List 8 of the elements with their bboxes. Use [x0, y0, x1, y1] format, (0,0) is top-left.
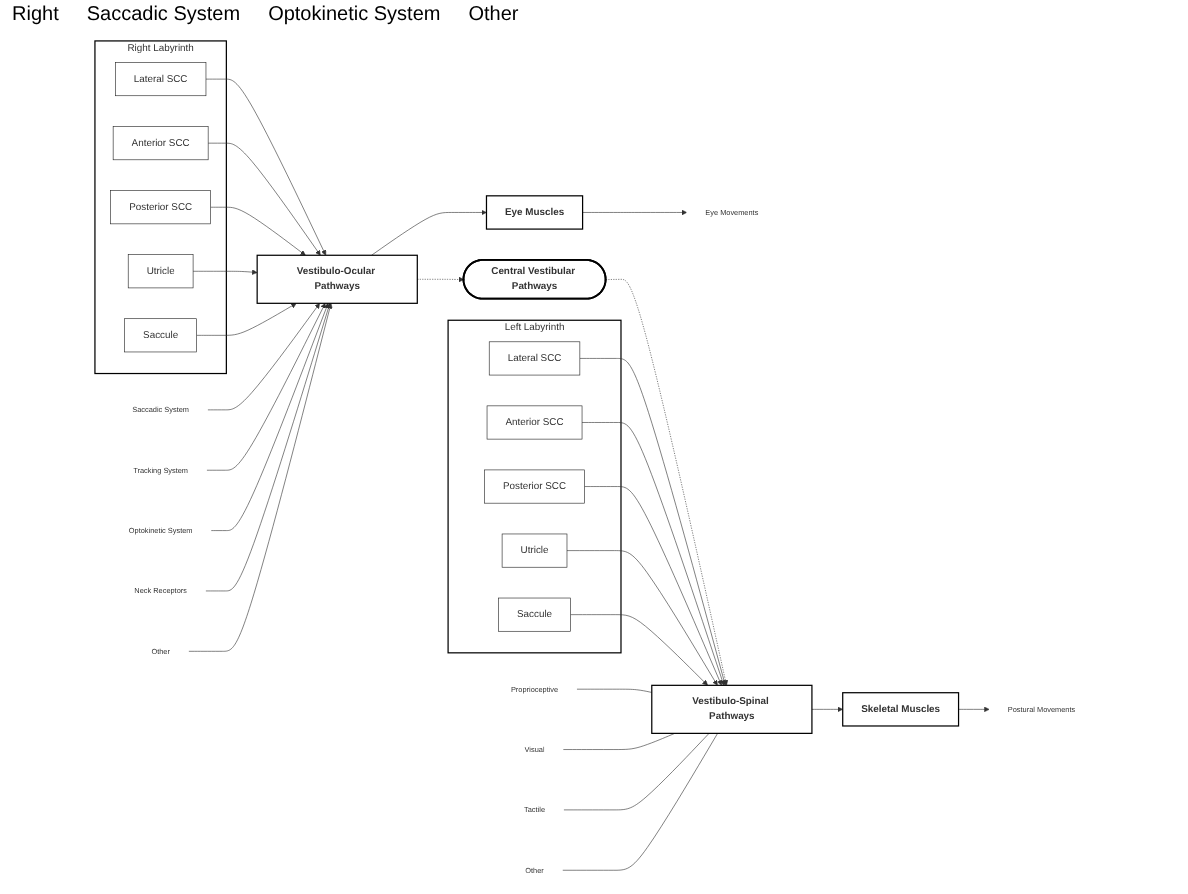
connector: [561, 733, 718, 871]
connector: [562, 733, 675, 750]
connector: [562, 733, 710, 811]
input-label: Saccadic System: [86, 4, 241, 30]
input-label: Right: [12, 4, 59, 30]
input-label: Optokinetic System: [268, 4, 441, 30]
connector: [576, 688, 652, 693]
input-label: Other: [468, 4, 519, 30]
